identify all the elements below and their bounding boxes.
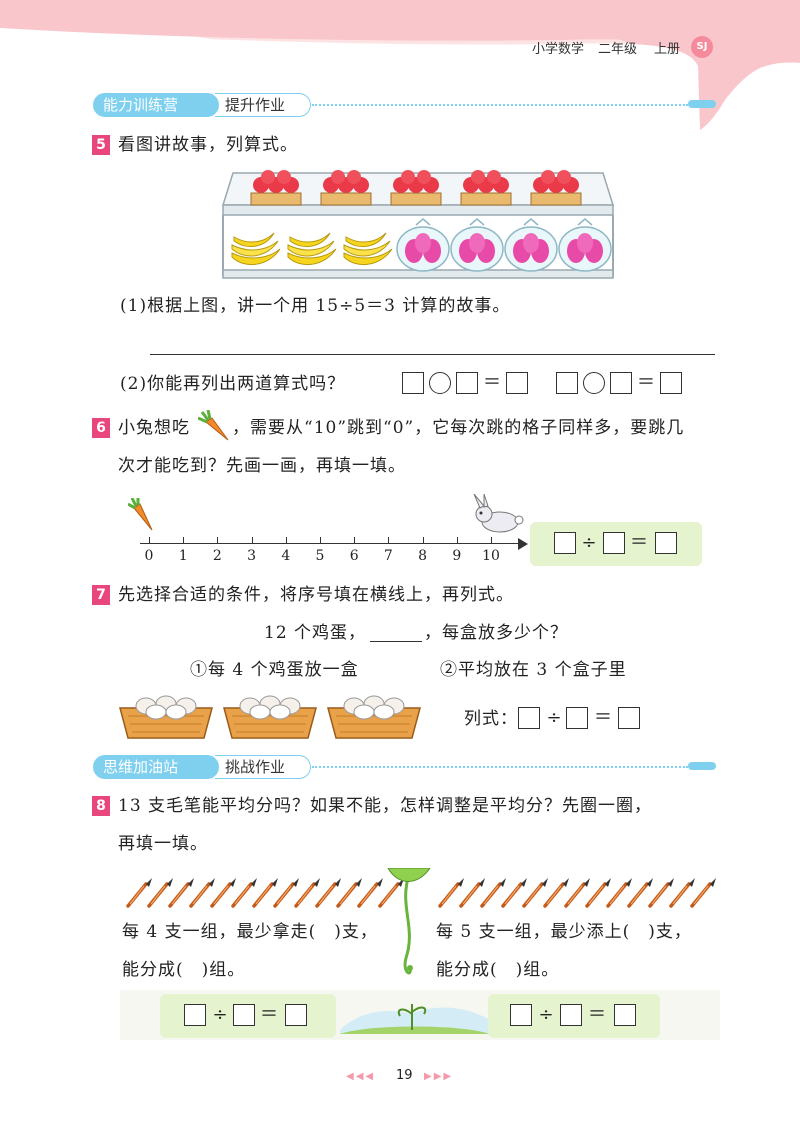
tick-label: 7	[383, 548, 393, 564]
question-6-line-1b: ，需要从“10”跳到“0”，它每次跳的格子同样多，要跳几	[232, 418, 685, 438]
tick-label: 2	[212, 548, 222, 564]
answer-box[interactable]	[603, 532, 625, 554]
section-subtitle-2: 挑战作业	[215, 755, 311, 779]
answer-box[interactable]	[618, 707, 640, 729]
header-grade: 二年级	[598, 42, 638, 57]
answer-box[interactable]	[610, 372, 632, 394]
answer-box[interactable]	[556, 372, 578, 394]
tick-mark	[491, 537, 492, 543]
number-line	[140, 543, 520, 544]
answer-box[interactable]	[655, 532, 677, 554]
question-7-problem-a: 12 个鸡蛋，	[264, 623, 367, 643]
operator-circle[interactable]	[583, 372, 605, 394]
section-subtitle-1: 提升作业	[215, 93, 311, 117]
brushes-illustration	[126, 868, 718, 975]
tick-mark	[320, 537, 321, 543]
option-1: ①每 4 个鸡蛋放一盒	[190, 660, 359, 680]
answer-box[interactable]	[184, 1004, 206, 1026]
tick-label: 5	[315, 548, 325, 564]
question-8-right-b: 能分成( )组。	[436, 960, 560, 980]
question-7-problem-b: ，每盒放多少个？	[424, 623, 568, 643]
carrot-icon	[198, 410, 229, 441]
answer-line[interactable]	[150, 354, 715, 355]
answer-box[interactable]	[233, 1004, 255, 1026]
question-8-line-2: 再填一填。	[118, 834, 208, 854]
equals-sign: ＝	[483, 372, 501, 393]
question-7-prompt: 先选择合适的条件，将序号填在横线上，再列式。	[118, 585, 514, 605]
tick-mark	[422, 537, 424, 543]
page-number: 19	[396, 1068, 413, 1083]
answer-box[interactable]	[518, 707, 540, 729]
answer-box[interactable]	[456, 372, 478, 394]
tick-mark	[285, 537, 287, 543]
question-5-part-2: (2)你能再列出两道算式吗？	[120, 374, 346, 394]
answer-box[interactable]	[614, 1004, 636, 1026]
tick-mark	[251, 537, 253, 543]
answer-box[interactable]	[506, 372, 528, 394]
tick-label: 8	[418, 548, 428, 564]
divide-sign: ÷	[546, 707, 562, 728]
divide-sign: ÷	[212, 1004, 228, 1025]
divide-sign: ÷	[538, 1004, 554, 1025]
carrot-icon	[128, 498, 153, 531]
header-volume: 上册	[654, 42, 681, 57]
equals-sign: ＝	[260, 1004, 278, 1025]
tick-label: 9	[452, 548, 462, 564]
option-2: ②平均放在 3 个盒子里	[440, 660, 627, 680]
equals-sign: ＝	[594, 707, 612, 728]
answer-box[interactable]	[285, 1004, 307, 1026]
header-badge: SJ	[691, 36, 713, 58]
question-8-left-a: 每 4 支一组，最少拿走( )支，	[122, 922, 378, 942]
section-end-cap-2	[688, 762, 716, 770]
rabbit-icon	[473, 494, 524, 533]
tick-label: 6	[349, 548, 359, 564]
question-number-6: 6	[92, 418, 110, 438]
tick-label: 10	[482, 548, 500, 564]
section-end-cap-1	[688, 100, 716, 108]
question-number-8: 8	[92, 796, 110, 816]
formula-label: 列式：	[464, 709, 518, 729]
tick-mark	[183, 537, 185, 543]
fill-blank[interactable]	[370, 641, 422, 642]
section-divider-2	[312, 766, 688, 768]
arrow-head-icon	[518, 538, 528, 550]
answer-box[interactable]	[560, 1004, 582, 1026]
question-number-7: 7	[92, 585, 110, 605]
fruit-shelf-illustration	[221, 169, 615, 279]
operator-circle[interactable]	[429, 372, 451, 394]
section-title-1: 能力训练营	[93, 93, 219, 117]
question-6-line-2: 次才能吃到？先画一画，再填一填。	[118, 456, 406, 476]
footer-left-arrows: ◀◀◀	[346, 1071, 376, 1082]
header-subject: 小学数学	[532, 42, 585, 57]
tick-label: 1	[178, 548, 188, 564]
answer-box[interactable]	[554, 532, 576, 554]
tick-label: 3	[247, 548, 257, 564]
equals-sign: ＝	[630, 532, 648, 553]
answer-box[interactable]	[660, 372, 682, 394]
tick-label: 4	[281, 548, 291, 564]
tick-mark	[456, 537, 458, 543]
divide-sign: ÷	[581, 532, 597, 553]
answer-box[interactable]	[402, 372, 424, 394]
answer-box[interactable]	[566, 707, 588, 729]
question-5-prompt: 看图讲故事，列算式。	[118, 135, 298, 155]
question-number-5: 5	[92, 135, 110, 155]
tick-mark	[354, 537, 356, 543]
equals-sign: ＝	[637, 372, 655, 393]
section-title-2: 思维加油站	[93, 755, 219, 779]
section-divider-1	[312, 104, 688, 106]
answer-box[interactable]	[510, 1004, 532, 1026]
egg-boxes-illustration	[119, 695, 421, 739]
tick-mark	[149, 537, 150, 543]
question-8-left-b: 能分成( )组。	[122, 960, 246, 980]
question-6-line-1a: 小兔想吃	[118, 418, 190, 438]
question-8-line-1: 13 支毛笔能平均分吗？如果不能，怎样调整是平均分？先圈一圈，	[118, 796, 653, 816]
equals-sign: ＝	[588, 1004, 606, 1025]
question-5-part-1: (1)根据上图，讲一个用 15÷5＝3 计算的故事。	[120, 296, 511, 316]
tick-mark	[217, 537, 219, 543]
tick-mark	[388, 537, 390, 543]
tick-label: 0	[144, 548, 154, 564]
footer-right-arrows: ▶▶▶	[424, 1071, 454, 1082]
question-8-right-a: 每 5 支一组，最少添上( )支，	[436, 922, 692, 942]
